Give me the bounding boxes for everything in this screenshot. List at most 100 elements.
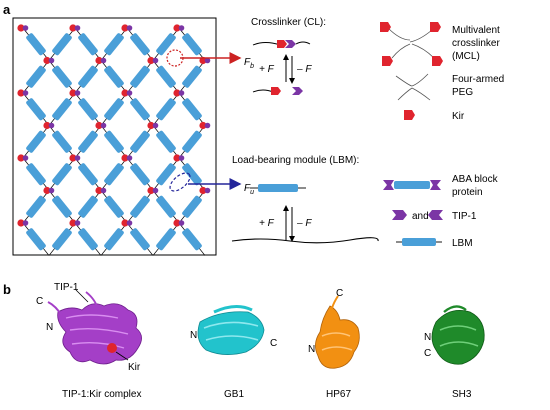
legend-aba-line1: ABA block bbox=[452, 174, 499, 185]
network-module bbox=[52, 33, 72, 56]
crosslinker-title: Crosslinker (CL): bbox=[251, 17, 326, 28]
network-crosslink-node bbox=[95, 121, 107, 130]
network-module bbox=[78, 163, 98, 186]
hp67-c-label: C bbox=[336, 288, 343, 299]
legend-lbm-glyph bbox=[396, 238, 442, 246]
lbm-folded-glyph bbox=[250, 184, 306, 192]
gb1-c-label: C bbox=[270, 338, 277, 349]
tip1-kir-name: TIP-1:Kir complex bbox=[62, 389, 141, 400]
network-module bbox=[78, 130, 98, 153]
hp67-n-label: N bbox=[308, 344, 315, 355]
legend-kir-glyph bbox=[404, 110, 415, 120]
network-crosslink-node bbox=[17, 154, 29, 162]
network-crosslink-node bbox=[43, 186, 55, 195]
tip1-kir-kir-label: Kir bbox=[128, 362, 141, 373]
network-module bbox=[130, 195, 150, 218]
legend-and: and bbox=[412, 211, 429, 222]
tip1-kir-n-label: N bbox=[46, 322, 53, 333]
legend-tip1: TIP-1 bbox=[452, 211, 477, 222]
cl-plus-f: + F bbox=[259, 64, 275, 75]
network-module bbox=[156, 33, 176, 56]
legend-peg-line1: Four-armed bbox=[452, 74, 504, 85]
network-module bbox=[130, 98, 150, 121]
legend-peg bbox=[395, 73, 431, 101]
legend-aba-line2: protein bbox=[452, 187, 483, 198]
network-module bbox=[104, 163, 124, 186]
network-module bbox=[52, 195, 72, 218]
legend-mcl-line3: (MCL) bbox=[452, 51, 480, 62]
network-module bbox=[182, 33, 202, 56]
structure-sh3 bbox=[431, 305, 485, 365]
gb1-name: GB1 bbox=[224, 389, 244, 400]
legend-tip1-glyph-right bbox=[392, 210, 407, 220]
panel-a-label: a bbox=[3, 2, 11, 17]
network-module bbox=[52, 163, 72, 186]
cl-minus-f: – F bbox=[296, 64, 312, 75]
network-module bbox=[78, 65, 98, 88]
network-module bbox=[156, 228, 176, 251]
tip1-kir-tip-label: TIP-1 bbox=[54, 282, 79, 293]
crosslinker-unbound-glyph bbox=[252, 87, 303, 95]
network-module bbox=[26, 65, 46, 88]
force-unfold-label: Fu bbox=[244, 183, 254, 196]
network-module bbox=[78, 228, 98, 251]
crosslinker-bound-glyph bbox=[252, 40, 311, 48]
network-module bbox=[52, 228, 72, 251]
legend-aba-glyph bbox=[383, 180, 441, 190]
network-crosslink-node bbox=[43, 121, 55, 130]
network-module bbox=[26, 163, 46, 186]
network-module bbox=[104, 98, 124, 121]
lbm-zoom-ellipse bbox=[169, 172, 191, 192]
legend-mcl-line2: crosslinker bbox=[452, 38, 500, 49]
network-module bbox=[26, 130, 46, 153]
network-module bbox=[26, 33, 46, 56]
network-module bbox=[182, 65, 202, 88]
network-crosslink-node bbox=[121, 89, 133, 97]
network-crosslink-node bbox=[173, 219, 185, 227]
network-module bbox=[130, 163, 150, 186]
network-crosslink-node bbox=[173, 24, 185, 32]
network-module bbox=[182, 98, 202, 121]
panel-b-label: b bbox=[3, 282, 11, 297]
sh3-name: SH3 bbox=[452, 389, 472, 400]
network-module bbox=[104, 228, 124, 251]
network-crosslink-node bbox=[199, 121, 211, 130]
lbm-minus-f: – F bbox=[296, 218, 312, 229]
network-crosslink-node bbox=[121, 24, 133, 32]
network-crosslink-node bbox=[17, 24, 29, 32]
hydrogel-network bbox=[12, 17, 217, 256]
network-crosslink-node bbox=[69, 219, 81, 227]
network-crosslink-node bbox=[69, 24, 81, 32]
network-crosslink-node bbox=[147, 56, 159, 65]
network-crosslink-node bbox=[43, 56, 55, 65]
network-module bbox=[104, 33, 124, 56]
network-module bbox=[130, 33, 150, 56]
network-crosslink-node bbox=[199, 186, 211, 195]
structure-gb1 bbox=[197, 305, 265, 355]
network-module bbox=[156, 195, 176, 218]
network-module bbox=[130, 65, 150, 88]
legend-kir: Kir bbox=[452, 111, 465, 122]
network-module bbox=[156, 163, 176, 186]
legend-peg-line2: PEG bbox=[452, 87, 473, 98]
network-module bbox=[26, 228, 46, 251]
legend-lbm: LBM bbox=[452, 238, 473, 249]
network-crosslink-node bbox=[69, 89, 81, 97]
network-module bbox=[52, 130, 72, 153]
hp67-name: HP67 bbox=[326, 389, 351, 400]
lbm-unfolded-chain bbox=[231, 237, 379, 244]
network-module bbox=[156, 130, 176, 153]
network-crosslink-node bbox=[69, 154, 81, 162]
network-crosslink-node bbox=[173, 89, 185, 97]
network-module bbox=[52, 65, 72, 88]
sh3-n-label: N bbox=[424, 332, 431, 343]
gb1-n-label: N bbox=[190, 330, 197, 341]
network-crosslink-node bbox=[17, 89, 29, 97]
network-crosslink-node bbox=[121, 219, 133, 227]
network-module bbox=[130, 228, 150, 251]
network-module bbox=[182, 130, 202, 153]
network-module bbox=[182, 195, 202, 218]
network-module bbox=[156, 65, 176, 88]
network-module bbox=[78, 195, 98, 218]
